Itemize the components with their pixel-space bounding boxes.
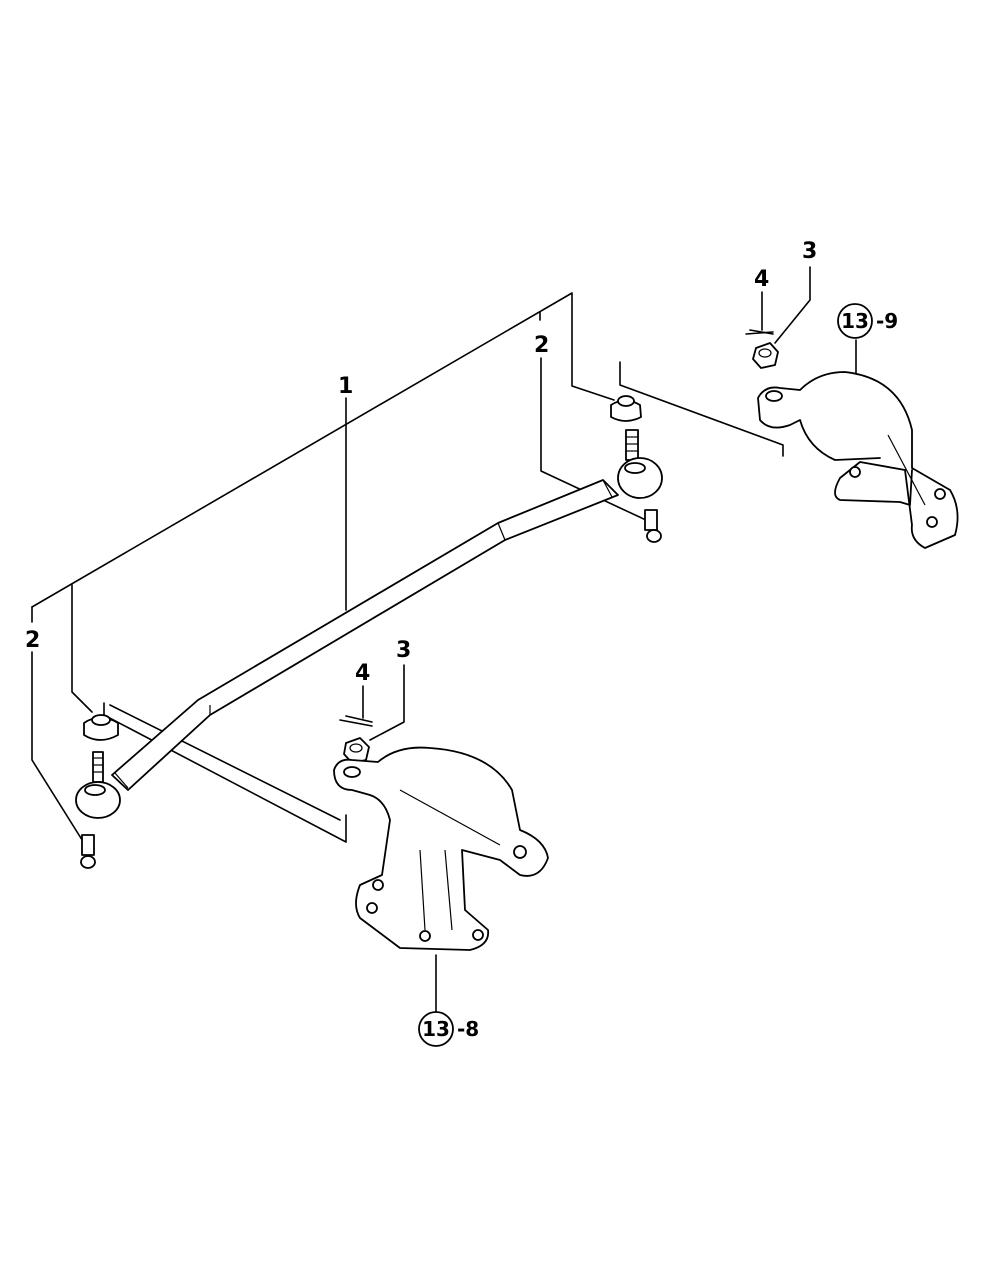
- castle-nut-left: [343, 737, 370, 764]
- dust-boot-left: [83, 714, 119, 741]
- tie-rod: [111, 479, 619, 791]
- castle-nut-right: [752, 342, 779, 369]
- knuckle-arm-right: [757, 371, 959, 549]
- callout-3-right: 3: [802, 239, 817, 264]
- cotter-pin-left: [339, 715, 373, 727]
- tie-rod-end-left: [75, 751, 121, 869]
- callout-3-left: 3: [396, 638, 411, 663]
- tie-rod-end-right: [617, 429, 663, 543]
- callout-4-right: 4: [754, 267, 769, 292]
- reference-knuckle-left: 13 -8: [418, 1011, 479, 1047]
- callout-2-right: 2: [534, 333, 549, 358]
- callout-1: 1: [338, 374, 353, 399]
- cotter-pin-right: [745, 329, 774, 335]
- leader-lines: [31, 266, 857, 1013]
- callout-2-left: 2: [25, 628, 40, 653]
- reference-suffix-left: -8: [457, 1017, 479, 1041]
- callout-4-left: 4: [355, 661, 370, 686]
- reference-group-left: 13: [422, 1017, 450, 1041]
- reference-knuckle-right: 13 -9: [837, 303, 898, 339]
- reference-group-right: 13: [841, 309, 869, 333]
- dust-boot-right: [610, 395, 642, 422]
- knuckle-arm-left: [333, 746, 549, 951]
- callout-labels: 1 2 2 3 3 4 4: [25, 239, 817, 686]
- reference-suffix-right: -9: [876, 309, 898, 333]
